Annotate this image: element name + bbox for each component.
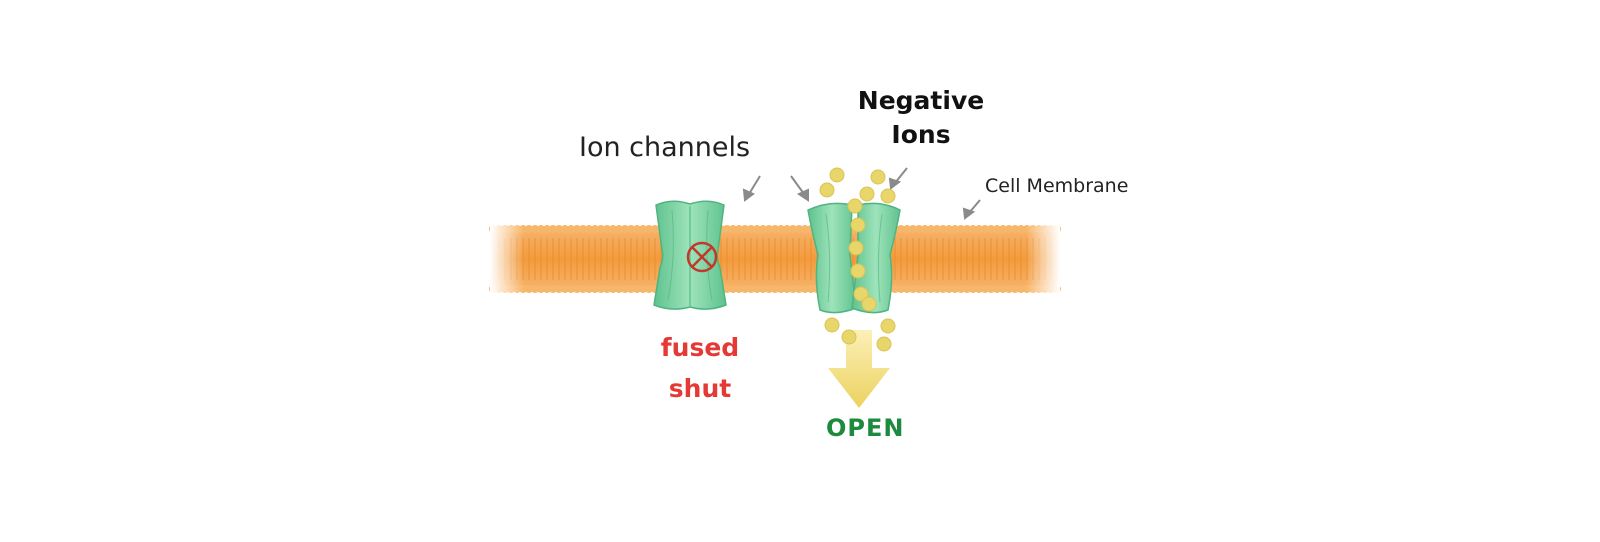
membrane-fade bbox=[490, 222, 1060, 294]
ion bbox=[841, 329, 857, 345]
ion bbox=[880, 318, 896, 334]
ion bbox=[853, 286, 869, 302]
ion bbox=[829, 167, 845, 183]
fused-shut-label: fused shut bbox=[655, 327, 745, 409]
ion bbox=[850, 217, 866, 233]
pointer-arrow-open-channel bbox=[790, 175, 805, 195]
open-ion-channel bbox=[807, 202, 901, 314]
blocked-cross-circle-icon bbox=[686, 241, 718, 273]
ion bbox=[847, 198, 863, 214]
ion bbox=[870, 169, 886, 185]
pointer-arrows bbox=[742, 167, 981, 220]
ion bbox=[848, 240, 864, 256]
pointer-arrow-membrane-head bbox=[962, 207, 976, 220]
fused-shut-label-line2: shut bbox=[668, 374, 732, 403]
ion bbox=[819, 182, 835, 198]
negative-ions-label: Negative Ions bbox=[856, 84, 986, 152]
pointer-arrow-closed-channel-head bbox=[742, 188, 755, 202]
cell-membrane-label: Cell Membrane bbox=[985, 175, 1129, 197]
closed-ion-channel bbox=[653, 200, 727, 310]
negative-ions-label-line2: Ions bbox=[891, 120, 951, 149]
fused-shut-label-line1: fused bbox=[660, 333, 740, 362]
ion bbox=[859, 186, 875, 202]
ion bbox=[880, 188, 896, 204]
pointer-arrow-open-channel-head bbox=[796, 188, 809, 202]
pointer-arrow-closed-channel bbox=[748, 175, 761, 195]
open-label: OPEN bbox=[826, 414, 905, 442]
negative-ions bbox=[819, 167, 896, 352]
down-arrow-icon bbox=[828, 330, 890, 408]
ion bbox=[876, 336, 892, 352]
ion bbox=[861, 296, 877, 312]
ion-channels-label: Ion channels bbox=[579, 132, 751, 163]
ion bbox=[824, 317, 840, 333]
negative-ions-label-line1: Negative bbox=[857, 86, 985, 115]
ion bbox=[850, 263, 866, 279]
pointer-arrow-ions-head bbox=[888, 177, 902, 190]
